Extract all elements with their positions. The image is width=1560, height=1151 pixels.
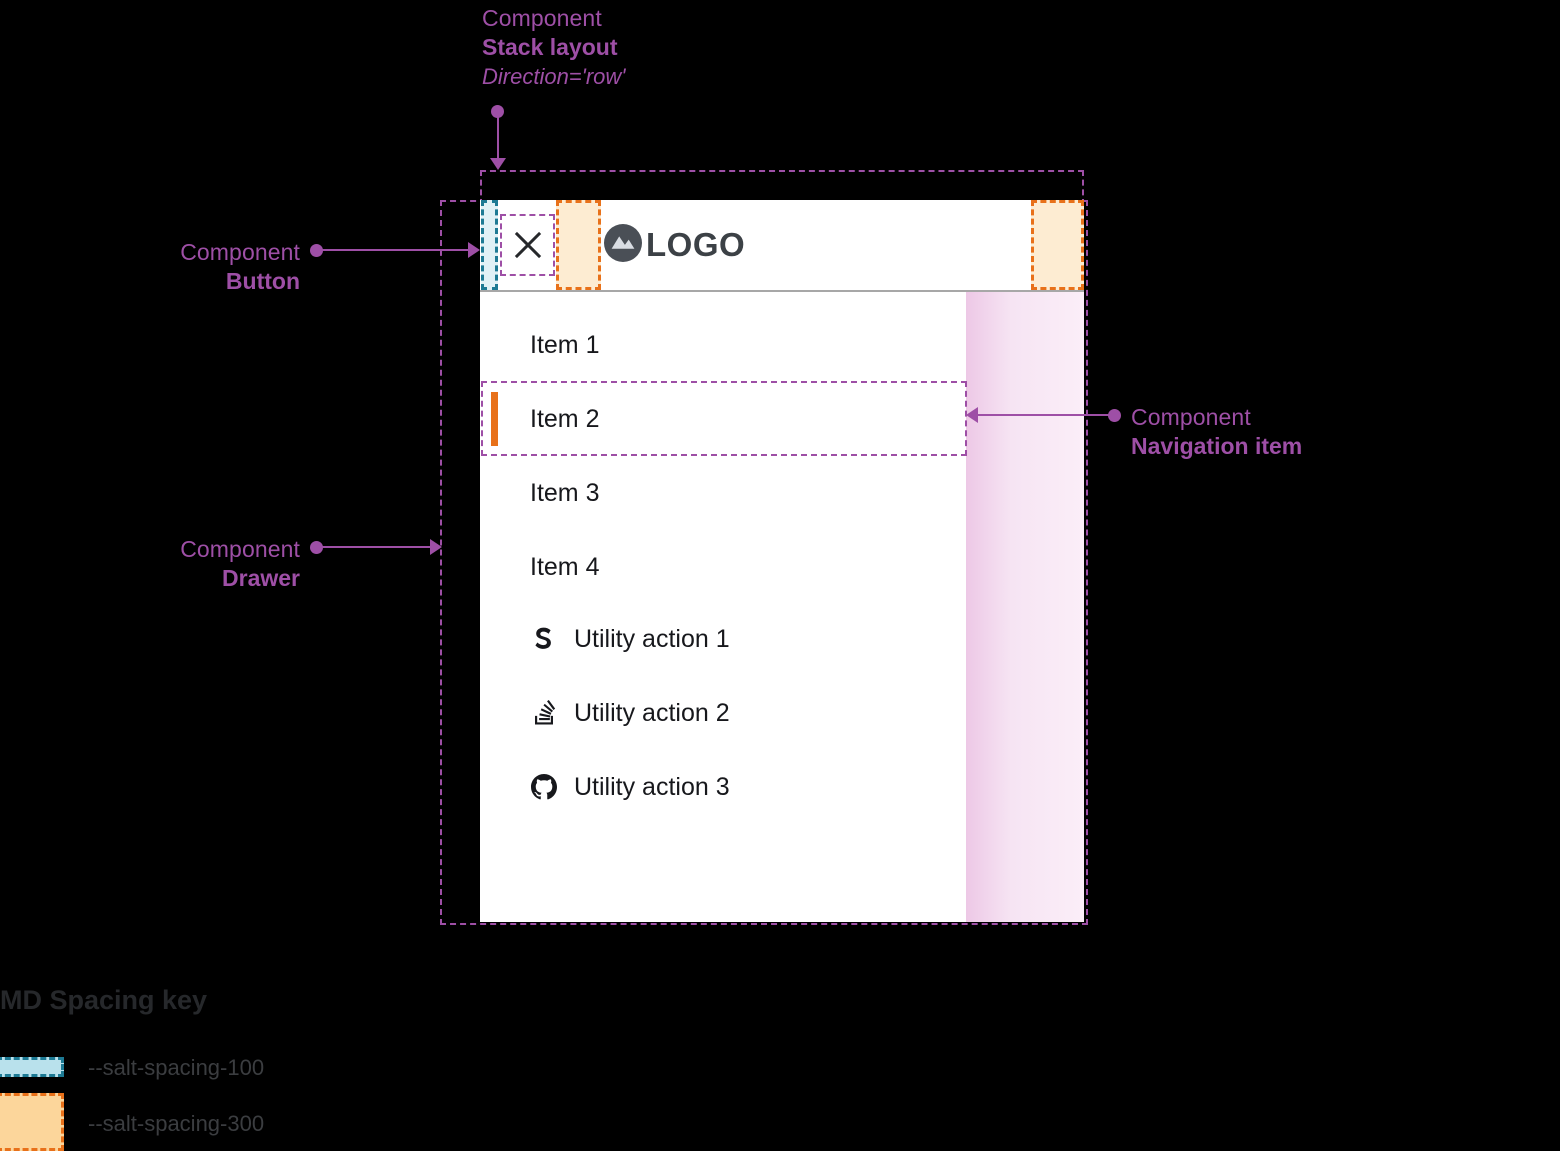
annotation-drawer: Component Drawer [40, 535, 300, 594]
nav-item-label: Item 1 [530, 330, 600, 359]
utility-action-2[interactable]: Utility action 2 [530, 688, 730, 738]
logo: LOGO [604, 221, 745, 269]
mountain-logo-icon [604, 223, 642, 267]
salt-s-icon [530, 625, 558, 653]
annotation-button-leader [318, 249, 473, 251]
drawer-overlay-highlight [966, 292, 1084, 922]
annotation-stack-layout-arrowhead [490, 158, 506, 170]
annotation-navigation-item-arrowhead [966, 407, 978, 423]
logo-text: LOGO [646, 226, 746, 263]
close-button[interactable] [502, 218, 554, 272]
annotation-button-arrowhead [468, 242, 480, 258]
nav-item-label: Item 4 [530, 552, 600, 581]
nav-item-item-3[interactable]: Item 3 [480, 466, 966, 520]
utility-action-label: Utility action 1 [574, 624, 730, 653]
nav-item-label: Item 2 [530, 404, 600, 433]
annotation-drawer-value: Drawer [222, 565, 300, 592]
spacing-key: MD Spacing key --salt-spacing-100 --salt… [0, 985, 460, 1151]
nav-item-item-4[interactable]: Item 4 [480, 540, 966, 594]
annotation-navigation-item-dot [1108, 409, 1121, 422]
annotation-stack-layout-sub: Direction='row' [482, 63, 626, 89]
annotation-button-value: Button [225, 268, 300, 295]
close-icon [511, 228, 545, 262]
annotation-stack-layout-value: Stack layout [482, 34, 618, 61]
drawer-panel: LOGO Item 1 Item 2 Item 3 Item 4 Utility… [480, 200, 1084, 922]
stackoverflow-icon [530, 699, 558, 727]
spacing-300-gap-guide [556, 200, 601, 290]
annotation-stack-layout: Component Stack layout Direction='row' [482, 4, 626, 91]
annotation-stack-layout-dot [491, 105, 504, 118]
nav-item-label: Item 3 [530, 478, 600, 507]
spacing-key-label-100: --salt-spacing-100 [88, 1055, 265, 1080]
annotation-navigation-item-value: Navigation item [1131, 433, 1303, 460]
annotation-button-dot [310, 244, 323, 257]
utility-action-1[interactable]: Utility action 1 [530, 614, 730, 664]
spacing-key-swatch-300 [0, 1093, 64, 1151]
nav-item-item-2[interactable]: Item 2 [480, 392, 966, 446]
utility-action-label: Utility action 3 [574, 772, 730, 801]
annotation-button: Component Button [40, 238, 300, 297]
annotation-navigation-item-leader [978, 414, 1110, 416]
nav-item-item-1[interactable]: Item 1 [480, 318, 966, 372]
annotation-navigation-item: Component Navigation item [1131, 403, 1302, 462]
utility-action-label: Utility action 2 [574, 698, 730, 727]
annotation-stack-layout-leader [497, 112, 499, 160]
spacing-key-swatch-100 [0, 1057, 64, 1077]
annotation-navigation-item-label: Component [1131, 404, 1251, 430]
annotation-drawer-leader [318, 546, 434, 548]
annotation-drawer-dot [310, 541, 323, 554]
nav-item-active-indicator [491, 392, 498, 446]
annotation-drawer-label: Component [180, 536, 300, 562]
github-icon [530, 773, 558, 801]
spacing-key-label-300: --salt-spacing-300 [88, 1111, 265, 1136]
annotation-stack-layout-label: Component [482, 5, 602, 31]
annotation-button-label: Component [180, 239, 300, 265]
button-guide-box [500, 214, 555, 276]
utility-action-3[interactable]: Utility action 3 [530, 762, 730, 812]
annotation-drawer-arrowhead [430, 539, 442, 555]
drawer-header: LOGO [480, 200, 1084, 292]
spacing-key-title: MD Spacing key [0, 985, 208, 1015]
spacing-300-right-guide [1031, 200, 1084, 290]
spacing-100-left-guide [481, 200, 498, 290]
